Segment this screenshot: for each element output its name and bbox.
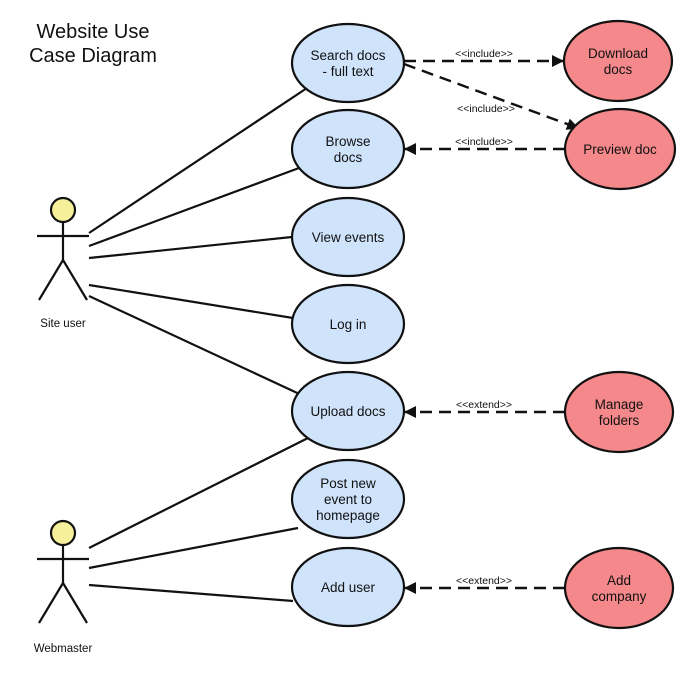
actor-head-icon	[49, 519, 77, 547]
use-case-label-manage-folders-line-2: folders	[599, 413, 640, 428]
use-case-ellipse-add-user	[290, 546, 406, 628]
association-webmaster-add-user	[88, 583, 294, 603]
use-case-ellipse-search-docs	[290, 22, 406, 104]
diagram-title-line-2: Case Diagram	[29, 45, 157, 67]
use-case-label-add-user-line-1: Add user	[321, 580, 376, 595]
use-case-label-view-events-line-1: View events	[312, 230, 385, 245]
use-case-label-post-event-line-2: event to	[324, 492, 372, 507]
use-case-label-add-company-line-1: Add	[607, 573, 631, 588]
diagram-title-line-1: Website Use	[36, 21, 150, 43]
actor-right-leg	[62, 259, 88, 301]
relationship-arrow-search-docs-preview-doc	[403, 62, 579, 130]
use-case-view-events: View events	[290, 196, 406, 278]
relationship-label-add-company-add-user: <<extend>>	[456, 575, 512, 587]
use-case-label-upload-docs-line-1: Upload docs	[310, 404, 385, 419]
actor-site-user: Site user	[37, 196, 89, 330]
use-case-log-in: Log in	[290, 283, 406, 365]
association-webmaster-post-event	[88, 526, 299, 570]
use-case-ellipse-browse-docs	[290, 108, 406, 190]
use-case-label-download-docs-line-2: docs	[604, 62, 633, 77]
use-case-ellipse-preview-doc	[563, 107, 677, 191]
use-case-label-browse-docs-line-1: Browse	[325, 134, 370, 149]
relationship-label-preview-doc-browse-docs: <<include>>	[455, 136, 513, 148]
use-case-ellipse-post-event	[290, 458, 406, 540]
use-case-label-browse-docs-line-2: docs	[334, 150, 363, 165]
use-case-label-search-docs-line-2: - full text	[322, 64, 373, 79]
use-case-label-post-event-line-3: homepage	[316, 508, 380, 523]
use-case-search-docs: Search docs- full text	[290, 22, 406, 104]
association-webmaster-upload-docs	[88, 437, 309, 549]
actor-webmaster: Webmaster	[34, 519, 93, 655]
use-case-label-log-in-line-1: Log in	[330, 317, 367, 332]
use-case-label-preview-doc-line-1: Preview doc	[583, 142, 657, 157]
diagram-title: Website Use Case Diagram	[18, 20, 168, 68]
actor-right-leg	[62, 582, 88, 624]
use-case-ellipse-manage-folders	[563, 370, 675, 454]
use-case-add-user: Add user	[290, 546, 406, 628]
associations-layer	[88, 87, 309, 603]
association-site-user-view-events	[88, 235, 293, 260]
relationships-layer: <<include>> <<include>> <<include>> <<exten…	[403, 48, 579, 594]
use-case-ellipse-view-events	[290, 196, 406, 278]
use-case-upload-docs: Upload docs	[290, 370, 406, 452]
relationship-label-manage-folders-upload-docs: <<extend>>	[456, 399, 512, 411]
use-case-ellipse-upload-docs	[290, 370, 406, 452]
use-case-ellipse-add-company	[563, 546, 675, 630]
association-site-user-log-in	[88, 283, 294, 320]
actor-head-icon	[49, 196, 77, 224]
actor-label-webmaster: Webmaster	[34, 643, 93, 655]
use-case-preview-doc: Preview doc	[563, 107, 677, 191]
association-site-user-upload-docs	[88, 295, 309, 399]
association-site-user-browse-docs	[88, 166, 300, 248]
actor-left-leg	[38, 259, 64, 301]
use-case-label-manage-folders-line-1: Manage	[595, 397, 644, 412]
use-case-ellipse-log-in	[290, 283, 406, 365]
association-site-user-search-docs	[88, 87, 308, 234]
use-case-label-post-event-line-1: Post new	[320, 476, 376, 491]
relationship-label-search-docs-preview-doc: <<include>>	[457, 103, 515, 115]
use-case-ellipse-download-docs	[562, 19, 674, 103]
use-case-label-search-docs-line-1: Search docs	[310, 48, 385, 63]
use-case-label-add-company-line-2: company	[592, 589, 647, 604]
use-case-label-download-docs-line-1: Download	[588, 46, 648, 61]
actor-left-leg	[38, 582, 64, 624]
relationship-label-search-docs-download-docs: <<include>>	[455, 48, 513, 60]
actor-label-site-user: Site user	[40, 318, 86, 330]
